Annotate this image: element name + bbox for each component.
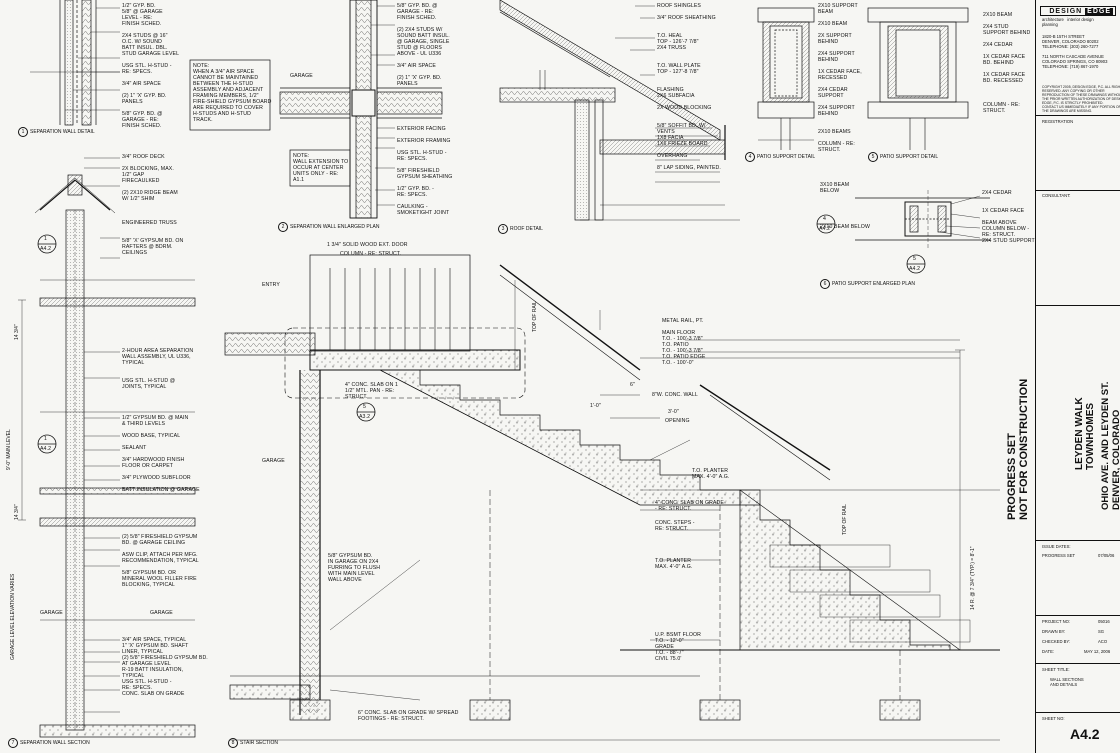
- ref-bubble-a-sheet: A4.2: [40, 246, 52, 252]
- dim-3-0: 3'-0": [668, 409, 679, 415]
- note-stair-column: COLUMN - RE: STRUCT.: [340, 251, 402, 257]
- date-label: DATE:: [1042, 649, 1055, 654]
- checked-by: ACO: [1098, 639, 1108, 644]
- note-stair-grade: U.P. BSMT FLOOR T.O. - 12'-0" GRADE T.O.…: [655, 632, 701, 662]
- note-d6: 3x10 BEAM BELOW 2x10 BEAM BELOW: [820, 182, 870, 230]
- drawn-by-label: DRAWN BY:: [1042, 629, 1066, 634]
- ref-bubble-a-num: 1: [44, 236, 47, 242]
- label-top-of-rail-2: TOP OF RAIL: [842, 504, 848, 535]
- label-garage-d7b: GARAGE: [150, 610, 173, 616]
- drawn-by: SG: [1098, 629, 1105, 634]
- date-value: MAY 12, 2006: [1084, 649, 1111, 654]
- firm-address: 1820-B 15TH STREET DENVER, COLORADO 8020…: [1042, 34, 1108, 69]
- ref-bubble-b-sheet: A3.2: [359, 414, 371, 420]
- note-stair-levels: MAIN FLOOR T.O. - 100'-3 7/8" T.O. PATIO…: [662, 330, 706, 366]
- note-d7-low: 1/2" GYPSUM BD. @ MAIN & THIRD LEVELS WO…: [122, 415, 200, 493]
- registration-label: REGISTRATION: [1042, 119, 1074, 124]
- note-stair-rail: METAL RAIL, PT.: [662, 318, 704, 324]
- ref-bubble-d-sheet: A4.2: [909, 266, 921, 272]
- ref-bubble-a2-num: 1: [44, 436, 47, 442]
- note-d7-base: 3/4" AIR SPACE, TYPICAL 1" 'X' GYPSUM BD…: [122, 637, 208, 697]
- note-stair-slab: 4" CONC. SLAB ON 1 1/2" MTL. PAN - RE: S…: [345, 382, 398, 400]
- note-d2-box: NOTE: WALL EXTENSION TO OCCUR AT CENTER …: [293, 153, 349, 183]
- label-garage-d2: GARAGE: [290, 73, 313, 79]
- note-stair-slab-grade: 4" CONC. SLAB ON GRADE - RE: STRUCT.: [655, 500, 724, 512]
- dim-6: 6": [630, 382, 635, 388]
- note-d7-mid: 2-HOUR AREA SEPARATION WALL ASSEMBLY, UL…: [122, 348, 194, 390]
- ref-bubble-c-num: 4: [823, 216, 826, 222]
- dim-14-3-4-b: 14 3/4": [14, 504, 20, 520]
- ref-bubble-b-num: 5: [363, 404, 366, 410]
- note-d2-top: 5/8" GYP. BD. @ GARAGE - RE: FINISH SCHE…: [397, 3, 450, 87]
- sheet-number: A4.2: [1070, 726, 1100, 742]
- project-no-label: PROJECT NO:: [1042, 619, 1071, 624]
- ref-bubble-a2-sheet: A4.2: [40, 446, 52, 452]
- note-d1-box: NOTE: WHEN A 3/4" AIR SPACE CANNOT BE MA…: [193, 63, 272, 123]
- note-stair-steps: CONC. STEPS - RE: STRUCT.: [655, 520, 695, 532]
- note-stair-planter-2: T.O. PLANTER MAX. 4'-0" A.G.: [655, 558, 693, 570]
- note-d5: 2x10 BEAM 2x4 STUD SUPPORT BEHIND 2x4 CE…: [983, 12, 1031, 114]
- progress-set-stamp: PROGRESS SET NOT FOR CONSTRUCTION: [1006, 378, 1030, 520]
- level-main: 9'-0" MAIN LEVEL: [6, 429, 12, 470]
- issue-date: 07/05/06: [1098, 553, 1115, 558]
- dim-stair-risers: 14 R. @ 7 3/4" (TYP.) = 8'-1": [970, 546, 976, 610]
- firm-logo: DESIGN EDGE: [1040, 6, 1116, 16]
- note-d7-bot: (2) 5/8" FIRESHIELD GYPSUM BD. @ GARAGE …: [122, 534, 199, 588]
- note-d1-top: 1/2" GYP. BD. 5/8" @ GARAGE LEVEL - RE: …: [122, 3, 180, 129]
- sheet-title-label: SHEET TITLE:: [1042, 667, 1070, 672]
- firm-subtitle: architecture interior design planning: [1042, 17, 1094, 27]
- note-stair-footing: 6" CONC. SLAB ON GRADE W/ SPREAD FOOTING…: [358, 710, 459, 722]
- copyright: COPYRIGHT 2005, DESIGN EDGE, P.C. ALL RI…: [1042, 85, 1120, 113]
- note-d4: 2x10 SUPPORT BEAM 2x10 BEAM 2X SUPPORT B…: [818, 3, 862, 153]
- note-stair-opening: OPENING: [665, 418, 690, 424]
- project-no: 05016: [1098, 619, 1110, 624]
- note-d7-top: 3/4" ROOF DECK 2x BLOCKING, MAX. 1/2" GA…: [122, 154, 184, 256]
- label-top-of-rail-1: TOP OF RAIL: [532, 301, 538, 332]
- label-entry: ENTRY: [262, 282, 280, 288]
- sheet-no-label: SHEET NO:: [1042, 716, 1065, 721]
- level-garage: GARAGE LEVEL ELEVATION VARIES: [10, 573, 16, 660]
- issue-progress-set: PROGRESS SET: [1042, 553, 1076, 558]
- label-garage-stair: GARAGE: [262, 458, 285, 464]
- ref-bubble-d-num: 5: [913, 256, 916, 262]
- dim-1-0: 1'-0": [590, 403, 601, 409]
- note-stair-conc-wall: 8"W. CONC. WALL: [652, 392, 698, 398]
- title-block: DESIGN EDGE architecture interior design…: [1006, 0, 1120, 753]
- dim-14-3-4-a: 14 3/4": [14, 324, 20, 340]
- note-stair-planter-1: T.O. PLANTER MAX. 4'-0" A.G.: [692, 468, 730, 480]
- note-d6-right: 2X4 CEDAR 1x CEDAR FACE BEAM ABOVE COLUM…: [982, 190, 1035, 244]
- note-d2-right: EXTERIOR FACING EXTERIOR FRAMING USG STL…: [397, 126, 453, 216]
- sheet-title: WALL SECTIONS AND DETAILS: [1050, 677, 1084, 687]
- note-stair-door: 1 3/4" SOLID WOOD EXT. DOOR: [327, 242, 408, 248]
- label-garage-d7a: GARAGE: [40, 610, 63, 616]
- drawing-linework: [18, 0, 1000, 741]
- checked-by-label: CHECKED BY:: [1042, 639, 1071, 644]
- note-stair-gypsum: 5/8" GYPSUM BD. IN GARAGE ON 2x4 FURRING…: [328, 553, 381, 583]
- issue-dates-label: ISSUE DATES:: [1042, 544, 1071, 549]
- consultant-label: CONSULTANT:: [1042, 193, 1071, 198]
- note-d3: ROOF SHINGLES 3/4" ROOF SHEATHING T.O. H…: [657, 3, 721, 171]
- ref-bubble-c-sheet: A4.2: [819, 226, 831, 232]
